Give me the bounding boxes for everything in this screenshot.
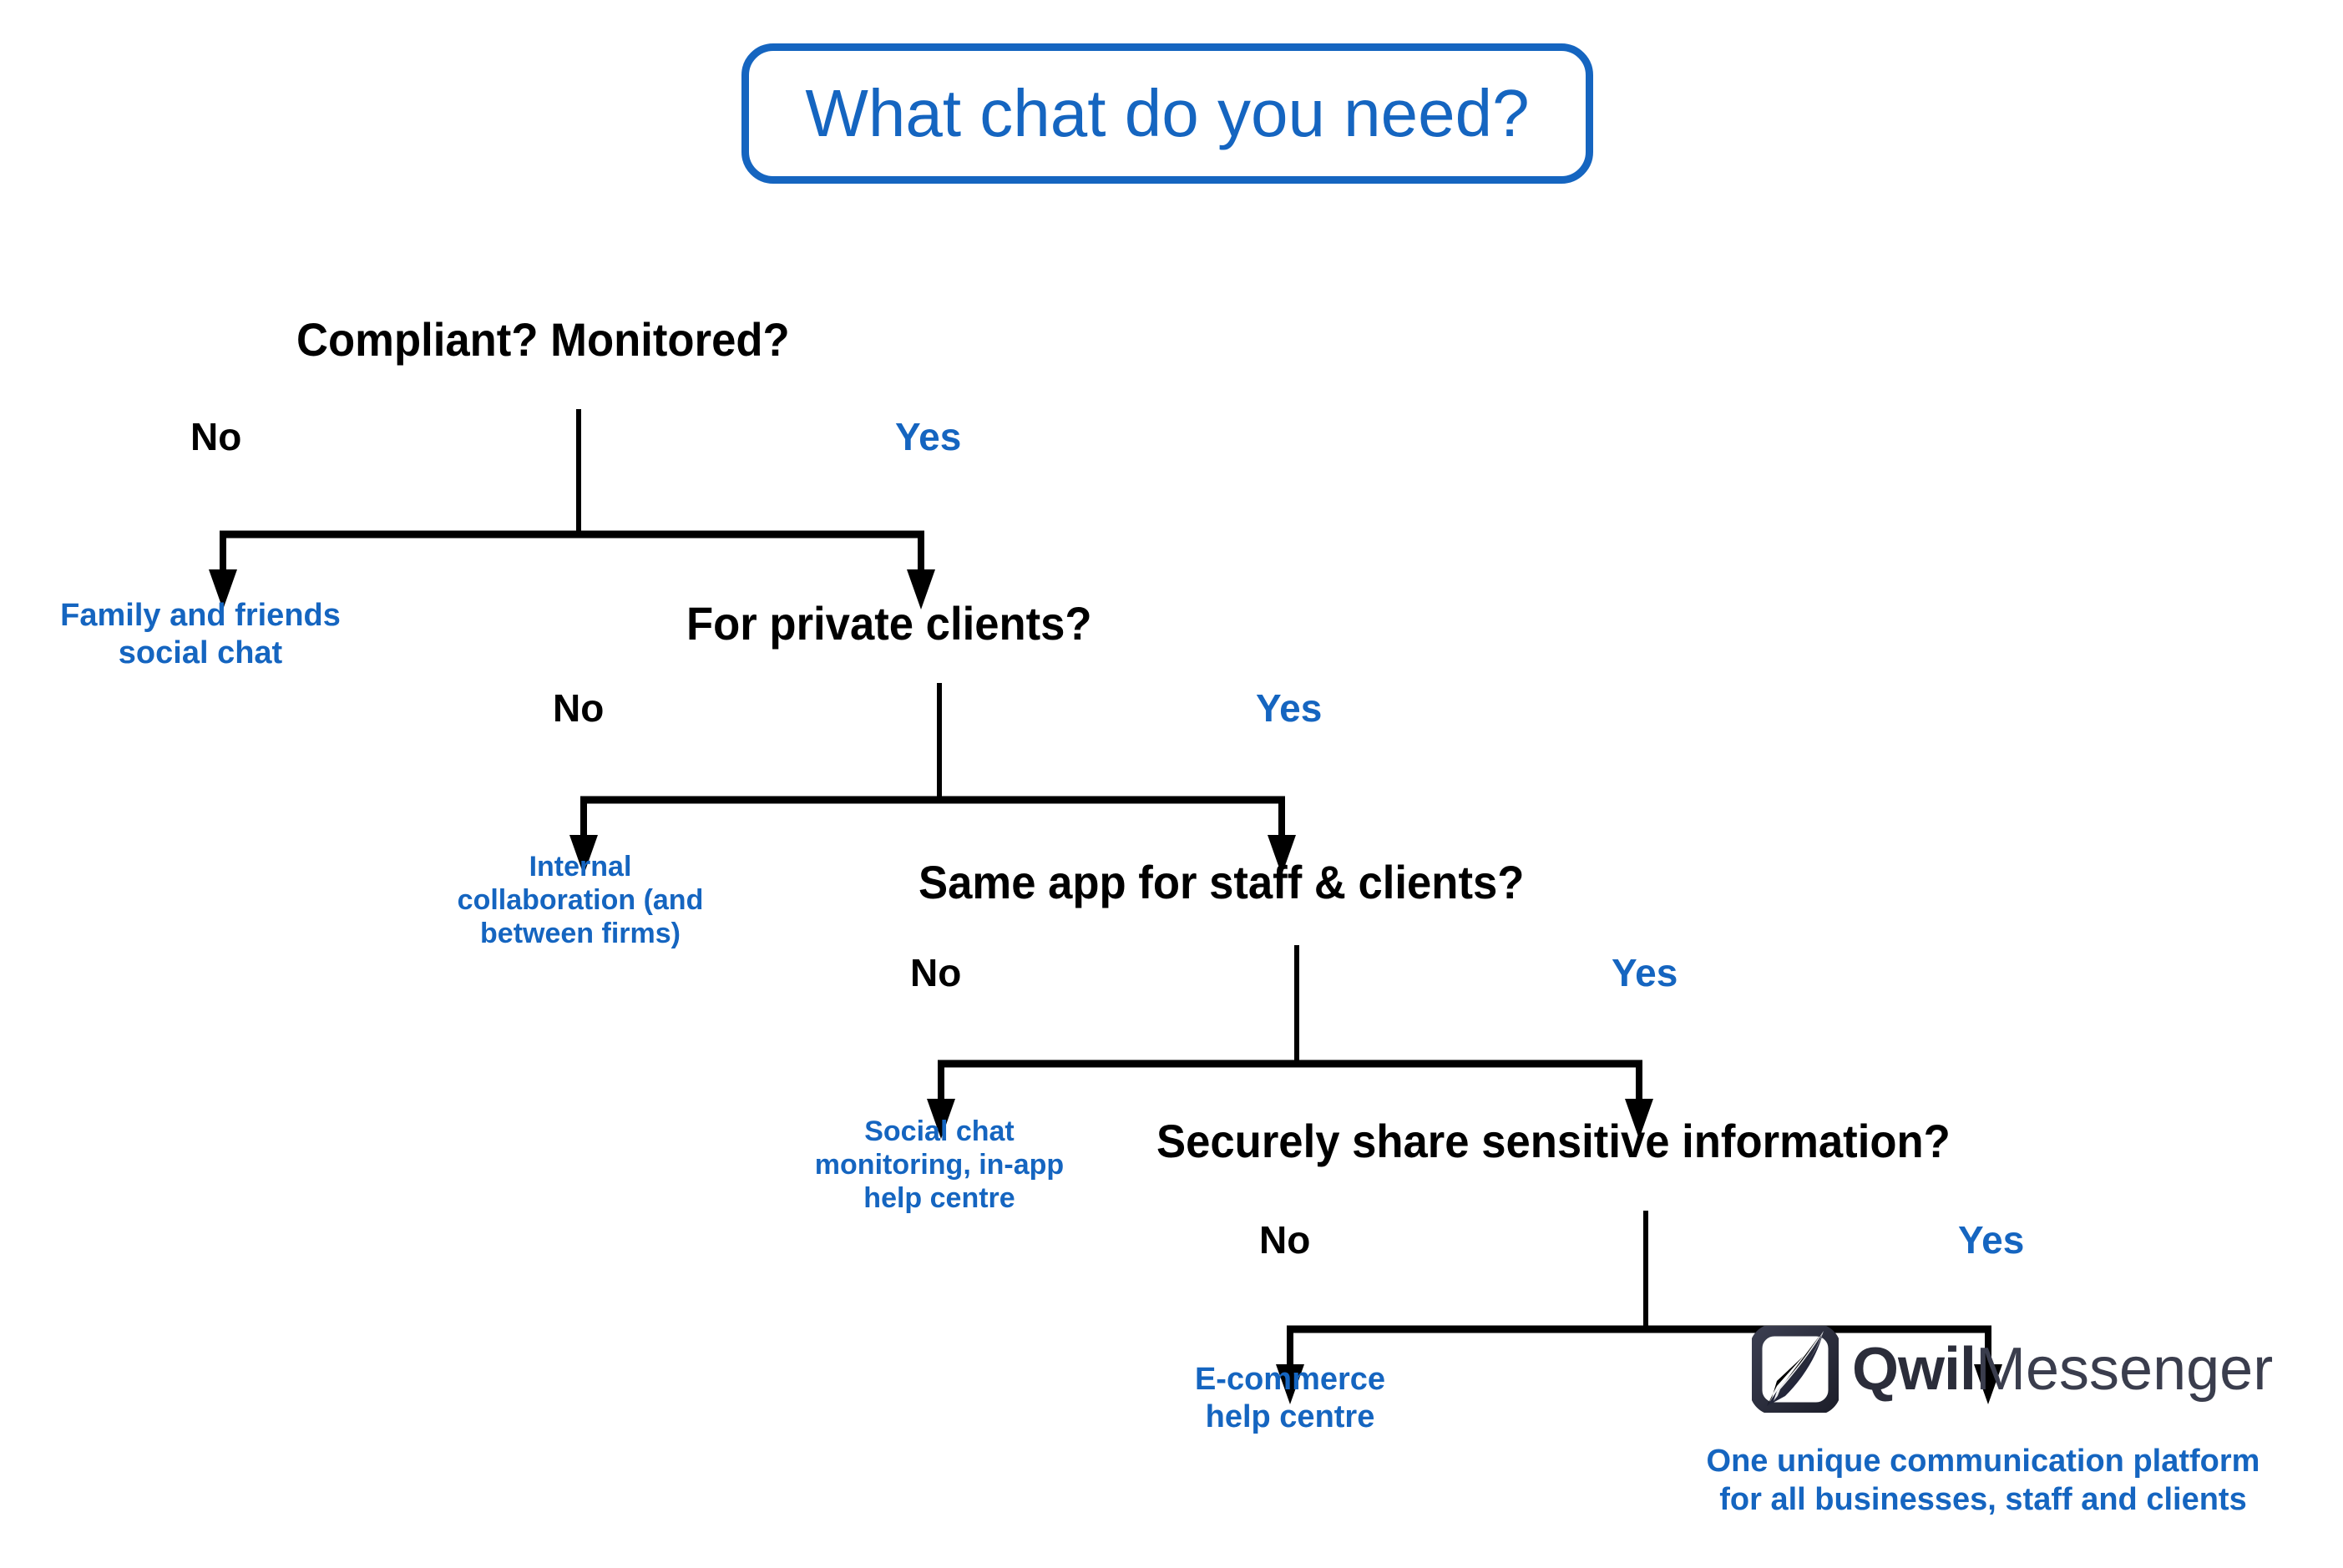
connector-q2	[569, 683, 1296, 875]
qwil-word-light: Messenger	[1976, 1336, 2274, 1403]
question-node-private-clients: For private clients?	[686, 597, 1092, 650]
question-node-same-app: Same app for staff & clients?	[918, 856, 1525, 908]
outcome-4-line-2: help centre	[1205, 1399, 1375, 1434]
connector-q3	[927, 945, 1653, 1139]
qwil-messenger-logo: QwilMessenger	[1752, 1326, 2273, 1413]
branch-label-yes-q2: Yes	[1256, 686, 1323, 730]
outcome-ecommerce-help-centre: E-commerce help centre	[1123, 1361, 1457, 1436]
connector-q4	[1276, 1211, 2002, 1404]
qwil-tagline-line-1: One unique communication platform	[1706, 1444, 2260, 1479]
branch-label-no-q3: No	[910, 951, 962, 994]
branch-label-yes-q4: Yes	[1958, 1218, 2025, 1262]
branch-label-no-q4: No	[1259, 1218, 1311, 1262]
page-title: What chat do you need?	[805, 76, 1530, 150]
outcome-3-line-2: monitoring, in-app	[814, 1149, 1065, 1181]
outcome-2-line-3: between firms)	[480, 918, 681, 950]
outcome-1-line-2: social chat	[118, 635, 283, 670]
branch-label-yes-q1: Yes	[895, 415, 962, 458]
qwil-quill-mark-icon	[1752, 1326, 1839, 1413]
connector-q1	[209, 409, 935, 609]
outcome-family-and-friends: Family and friends social chat	[29, 597, 372, 672]
outcome-3-line-3: help centre	[863, 1182, 1015, 1215]
branch-label-yes-q3: Yes	[1612, 951, 1678, 994]
outcome-3-line-1: Social chat	[864, 1115, 1015, 1147]
qwil-tagline: One unique communication platform for al…	[1687, 1443, 2280, 1519]
qwil-wordmark: QwilMessenger	[1852, 1339, 2273, 1399]
outcome-4-line-1: E-commerce	[1194, 1362, 1386, 1397]
branch-label-no-q2: No	[553, 686, 605, 730]
outcome-internal-collaboration: Internal collaboration (and between firm…	[413, 850, 747, 950]
qwil-tagline-line-2: for all businesses, staff and clients	[1719, 1481, 2247, 1517]
outcome-2-line-1: Internal	[529, 851, 632, 883]
title-box: What chat do you need?	[741, 43, 1593, 184]
outcome-social-chat-monitoring: Social chat monitoring, in-app help cent…	[772, 1115, 1106, 1215]
outcome-2-line-2: collaboration (and	[457, 884, 704, 917]
branch-label-no-q1: No	[190, 415, 242, 458]
question-node-compliant-monitored: Compliant? Monitored?	[296, 313, 790, 366]
qwil-word-bold: Qwil	[1852, 1336, 1976, 1403]
question-node-securely-share: Securely share sensitive information?	[1156, 1115, 1951, 1167]
outcome-1-line-1: Family and friends	[60, 598, 341, 633]
